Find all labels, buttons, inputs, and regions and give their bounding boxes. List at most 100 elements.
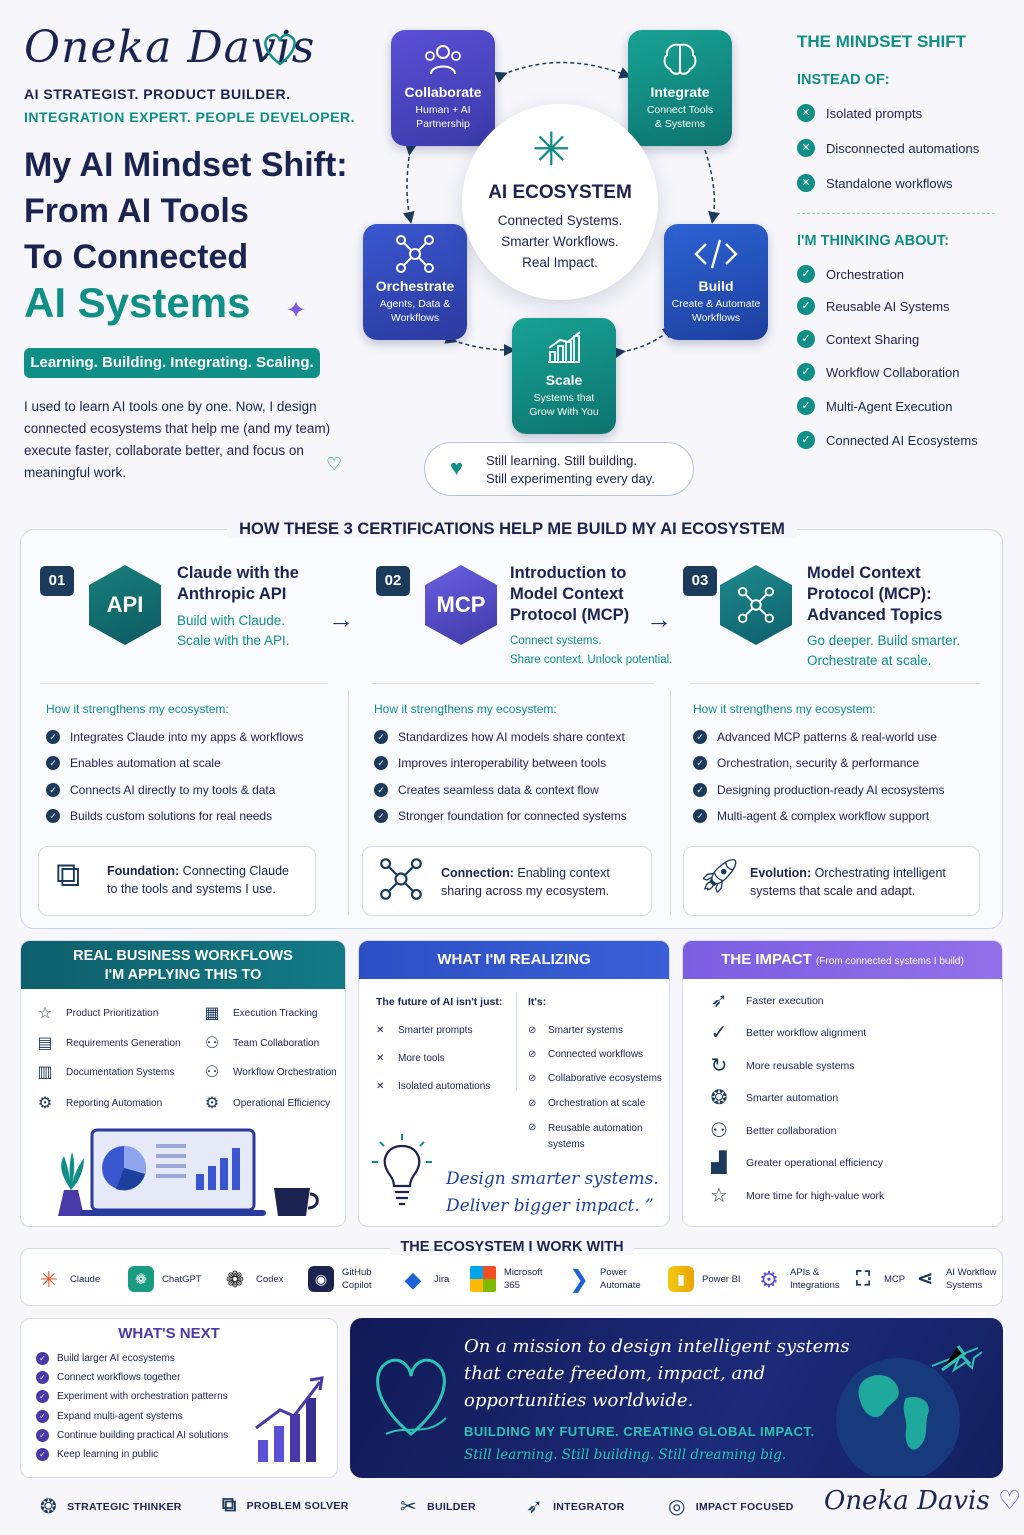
- gear-icon: ⚙: [204, 1095, 220, 1112]
- rocket-icon: ➶: [710, 990, 728, 1012]
- x-icon: ✕: [797, 104, 815, 122]
- x-icon: ✕: [376, 1025, 385, 1036]
- code-icon: [694, 239, 738, 269]
- check-icon: ✓: [36, 1371, 49, 1384]
- still-learning-box: [424, 442, 694, 496]
- cert-point: ✓Stronger foundation for connected syste…: [374, 809, 627, 823]
- check-icon: ✓: [693, 783, 707, 797]
- chart-icon: ▦: [204, 1005, 220, 1022]
- thinking-item: ✓Context Sharing: [797, 330, 919, 348]
- check-icon: ✓: [36, 1448, 49, 1461]
- tagline-pill: Learning. Building. Integrating. Scaling…: [24, 348, 320, 378]
- realizing-quote: Design smarter systems. Deliver bigger i…: [446, 1169, 659, 1216]
- realizing-is-item: ⊘Orchestration at scale: [528, 1098, 646, 1109]
- instead-item: ✕Standalone workflows: [797, 174, 952, 192]
- realizing-not-item: ✕More tools: [376, 1053, 445, 1064]
- realizing-panel: WHAT I'M REALIZING: [358, 940, 670, 1227]
- people-icon: [425, 45, 461, 75]
- thinking-item: ✓Reusable AI Systems: [797, 297, 950, 315]
- tool-chatgpt: ❁ChatGPT: [128, 1266, 202, 1292]
- star-icon: ☆: [37, 1005, 53, 1022]
- heart-icon: ♥: [450, 455, 464, 480]
- claude-logo-icon: ✳: [39, 1266, 59, 1292]
- tool-mcp: ⛶MCP: [850, 1266, 905, 1292]
- divider: [670, 690, 671, 915]
- certifications-title: HOW THESE 3 CERTIFICATIONS HELP ME BUILD…: [0, 520, 1024, 539]
- realizing-not-item: ✕Isolated automations: [376, 1081, 491, 1092]
- role-line-1: AI STRATEGIST. PRODUCT BUILDER.: [24, 86, 291, 102]
- cert-number: 03: [683, 566, 717, 596]
- copilot-logo-icon: ◉: [308, 1266, 334, 1292]
- check-icon: ✓: [797, 363, 815, 381]
- thinking-item: ✓Orchestration: [797, 265, 904, 283]
- star-icon: ☆: [710, 1185, 728, 1207]
- check-icon: ✓: [46, 756, 60, 770]
- cert-number: 01: [40, 566, 74, 596]
- network-icon: [737, 586, 775, 624]
- heart-icon: [264, 33, 296, 66]
- cert-tagline: Go deeper. Build smarter.Orchestrate at …: [807, 633, 961, 668]
- tile-scale: Scale Systems that Grow With You: [512, 318, 616, 434]
- next-item: ✓Continue building practical AI solution…: [36, 1429, 228, 1442]
- realizing-title: WHAT I'M REALIZING: [359, 941, 669, 979]
- impact-item: ➶Faster execution: [704, 988, 824, 1013]
- check-icon: ✓: [374, 809, 388, 823]
- impact-panel: THE IMPACT (From connected systems I bui…: [682, 940, 1003, 1227]
- puzzle-icon: ⧉: [56, 856, 81, 894]
- growth-chart-icon: [548, 331, 581, 363]
- tool-claude: ✳Claude: [36, 1266, 100, 1292]
- divider: [690, 683, 980, 684]
- check-icon: ✓: [46, 809, 60, 823]
- footer-trait: ❂STRATEGIC THINKER: [40, 1496, 182, 1518]
- thinking-item: ✓Workflow Collaboration: [797, 363, 959, 381]
- divider: [797, 213, 995, 214]
- footer-trait: ➶INTEGRATOR: [526, 1496, 625, 1518]
- workflow-item: ▥Documentation Systems: [34, 1061, 174, 1083]
- tools-title: THE ECOSYSTEM I WORK WITH: [0, 1239, 1024, 1255]
- cert-point: ✓Standardizes how AI models share contex…: [374, 730, 625, 744]
- heart-icon: [376, 1358, 447, 1436]
- cert-tagline: Build with Claude.Scale with the API.: [177, 613, 290, 648]
- realizing-is-item: ⊘Smarter systems: [528, 1025, 624, 1036]
- gear-icon: ⚙: [759, 1266, 779, 1292]
- check-icon: ✓: [36, 1429, 49, 1442]
- globe-icon: [836, 1345, 983, 1476]
- cert-point: ✓Designing production-ready AI ecosystem…: [693, 783, 944, 797]
- impact-item: ❂Smarter automation: [704, 1085, 839, 1110]
- divider: [348, 690, 349, 915]
- tools-section: [20, 1248, 1003, 1306]
- instead-item: ✕Disconnected automations: [797, 139, 979, 157]
- tool-power-bi: ▮Power BI: [668, 1266, 741, 1292]
- sparkle-icon: ✦: [286, 297, 307, 324]
- divider: [516, 992, 517, 1090]
- microsoft-logo-icon: [470, 1266, 496, 1292]
- cert-tagline: Connect systems.Share context. Unlock po…: [510, 635, 673, 666]
- x-icon: ✕: [376, 1053, 385, 1064]
- workflow-item: ⚙Reporting Automation: [34, 1092, 162, 1114]
- intro-text: I used to learn AI tools one by one. Now…: [24, 399, 331, 480]
- workflow-item: ☆Product Prioritization: [34, 1002, 158, 1024]
- instead-item: ✕Isolated prompts: [797, 104, 922, 122]
- check-icon: ✓: [374, 730, 388, 744]
- next-item: ✓Keep learning in public: [36, 1448, 158, 1461]
- laptop-illustration: [58, 1128, 319, 1216]
- check-icon: ✓: [797, 297, 815, 315]
- check-circle-icon: ✓: [710, 1022, 728, 1044]
- document-icon: ▤: [37, 1035, 53, 1052]
- arrow-right-icon: →: [646, 604, 672, 634]
- tile-build: Build Create & Automate Workflows: [664, 224, 768, 340]
- realizing-is-item: ⊘Connected workflows: [528, 1049, 644, 1060]
- growth-chart-icon: [255, 1376, 324, 1462]
- x-icon: ✕: [797, 174, 815, 192]
- next-item: ✓Build larger AI ecosystems: [36, 1352, 175, 1365]
- check-icon: ⊘: [528, 1049, 537, 1060]
- x-icon: ✕: [376, 1081, 385, 1092]
- cert-foundation-card: [38, 846, 316, 916]
